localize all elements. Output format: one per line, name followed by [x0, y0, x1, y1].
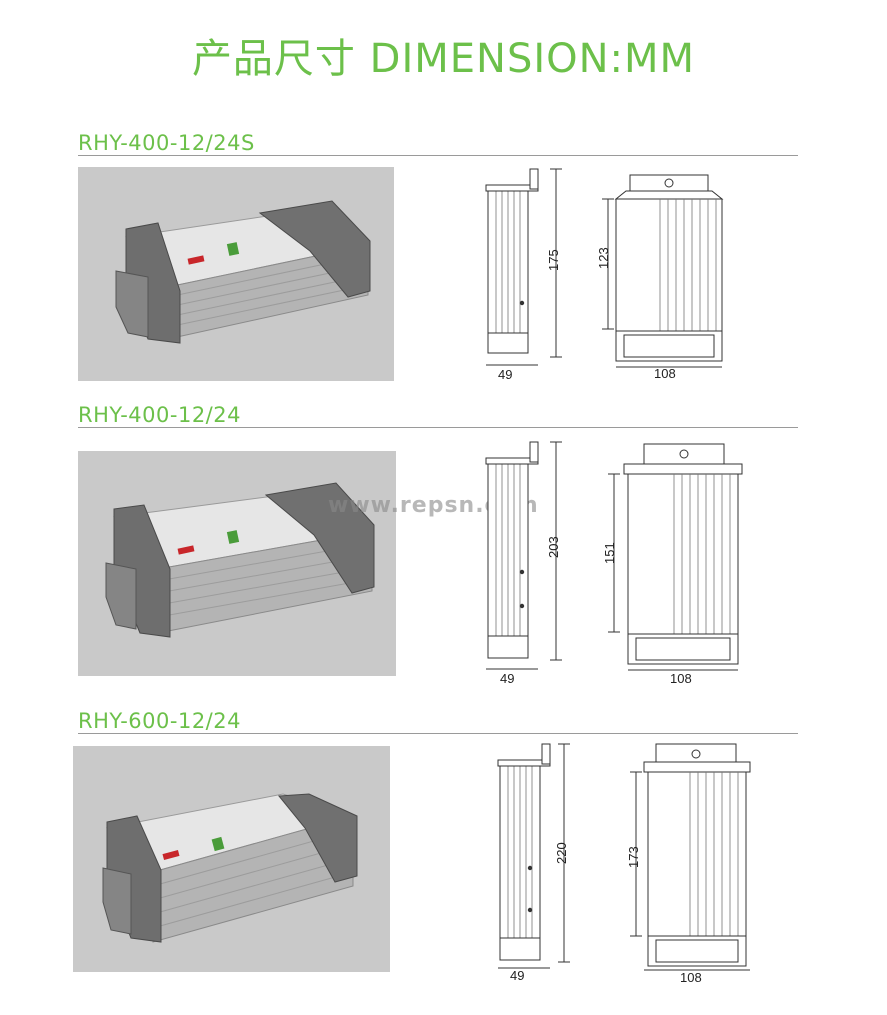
front-height-label-3: 173 — [626, 846, 641, 868]
front-view-drawing-2: 151 108 — [602, 440, 754, 686]
model-title-1: RHY-400-12/24S — [78, 131, 255, 155]
front-height-label-2: 151 — [602, 542, 617, 564]
section-divider — [78, 427, 798, 428]
side-height-label-1: 175 — [546, 249, 561, 271]
power-supply-illustration — [105, 482, 375, 638]
side-height-label-2: 203 — [546, 536, 561, 558]
side-height-label-3: 220 — [554, 842, 569, 864]
front-view-drawing-3: 173 108 — [626, 740, 766, 990]
side-width-label-2: 49 — [500, 671, 514, 686]
model-title-3: RHY-600-12/24 — [78, 709, 241, 733]
side-view-drawing-2: 203 49 — [478, 440, 568, 686]
side-width-label-3: 49 — [510, 968, 524, 983]
front-width-label-2: 108 — [670, 671, 692, 686]
product-photo-1 — [78, 167, 394, 381]
power-supply-illustration — [115, 200, 371, 344]
front-width-label-3: 108 — [680, 970, 702, 985]
side-width-label-1: 49 — [498, 367, 512, 382]
side-view-drawing-1: 175 49 — [478, 167, 568, 382]
product-photo-3 — [73, 746, 390, 972]
page-title: 产品尺寸 DIMENSION:MM — [191, 36, 696, 82]
front-view-drawing-1: 123 108 — [596, 167, 740, 382]
front-height-label-1: 123 — [596, 247, 611, 269]
section-divider — [78, 733, 798, 734]
product-photo-2 — [78, 451, 396, 676]
power-supply-illustration — [102, 793, 358, 943]
side-view-drawing-3: 220 49 — [490, 740, 580, 990]
section-divider — [78, 155, 798, 156]
front-width-label-1: 108 — [654, 366, 676, 381]
model-title-2: RHY-400-12/24 — [78, 403, 241, 427]
